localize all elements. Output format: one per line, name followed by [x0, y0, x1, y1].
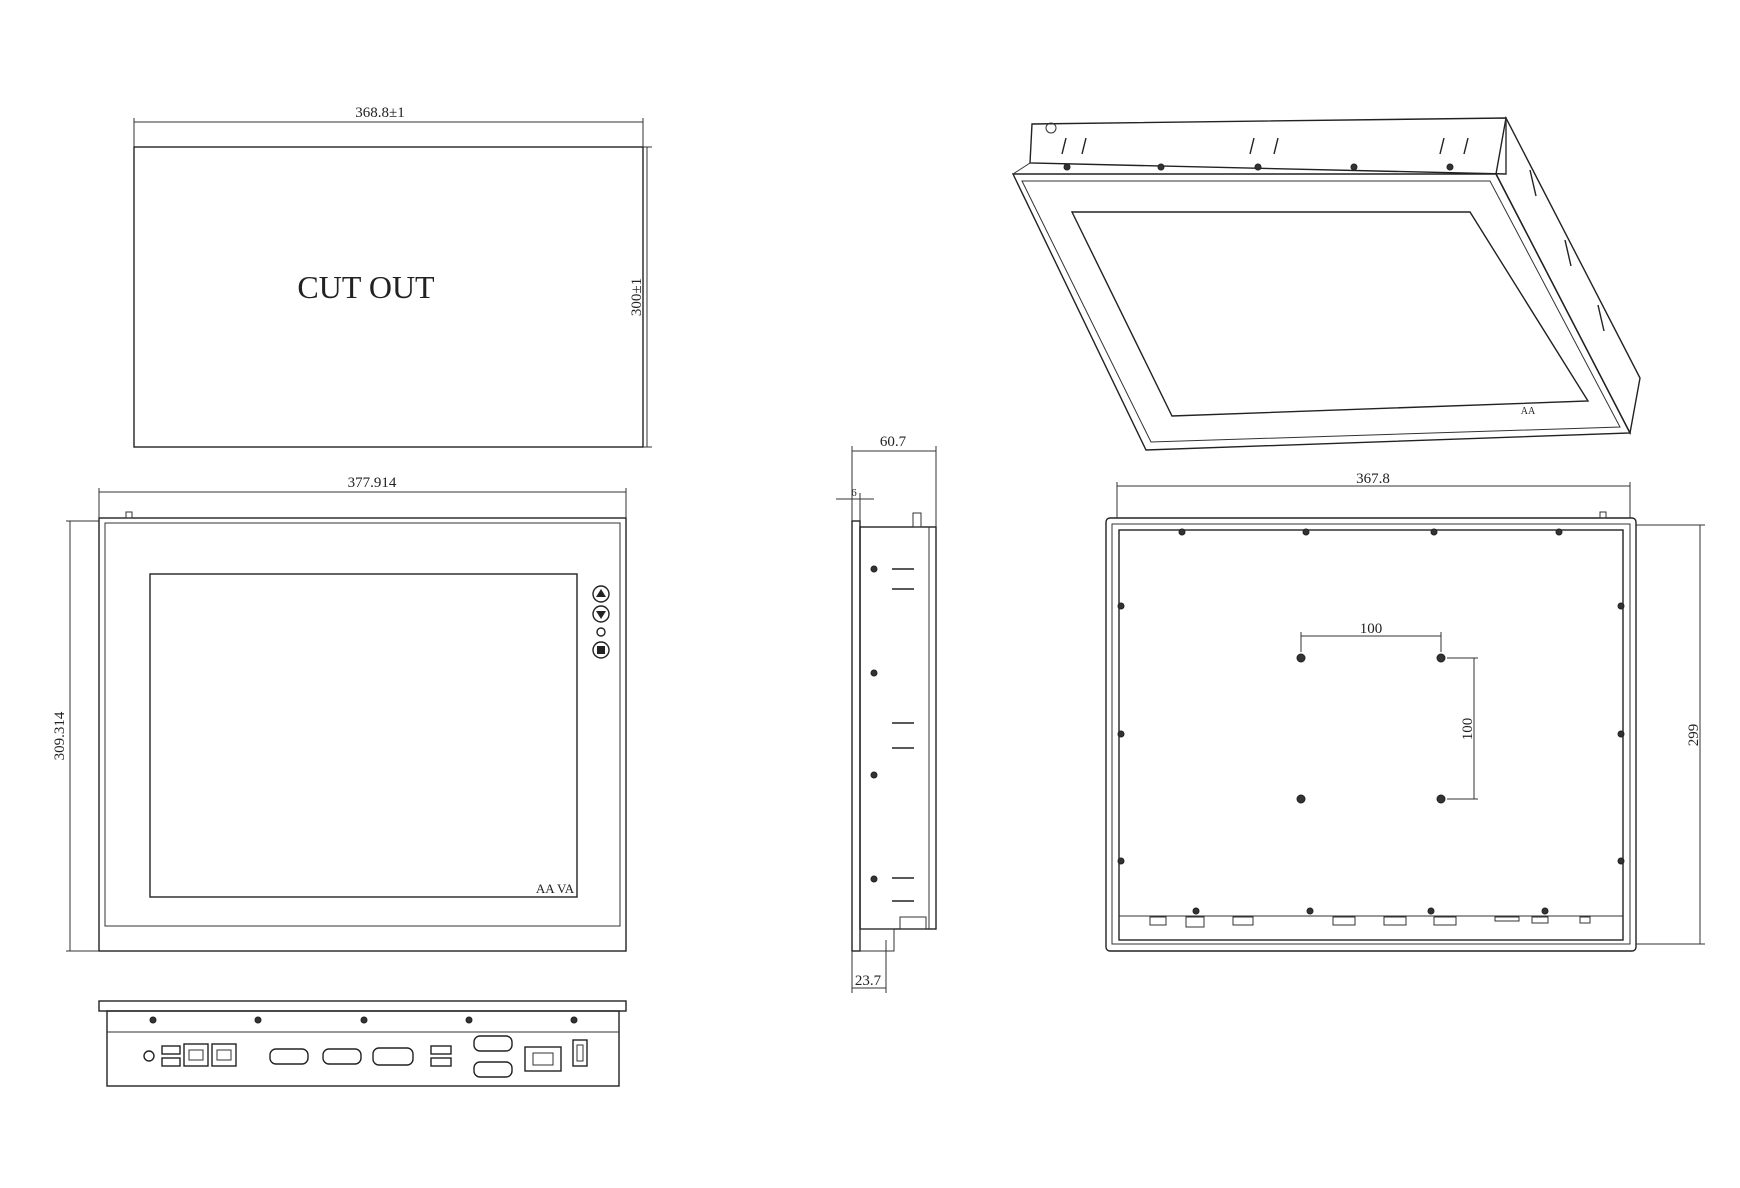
- up-button-icon: [592, 585, 610, 603]
- usb-port-icon: [430, 1045, 452, 1055]
- rear-view: 100 100 367.8 299: [1105, 471, 1705, 952]
- up-arrow-icon: [596, 589, 606, 597]
- front-bezel-outer: [98, 517, 627, 952]
- rear-inner-frame: [1111, 523, 1631, 945]
- lan-port-icon: [183, 1043, 209, 1067]
- power-symbol-icon: [597, 646, 605, 654]
- rear-panel: [1118, 529, 1624, 941]
- com-port-icon: [269, 1048, 309, 1065]
- isometric-view: AA: [1011, 115, 1641, 451]
- com-port-icon: [322, 1048, 362, 1065]
- terminal-block-icon: [524, 1046, 562, 1072]
- usb-port-icon: [430, 1057, 452, 1067]
- iso-antenna-icon: [1045, 122, 1057, 134]
- led-indicator-icon: [596, 627, 606, 637]
- down-button-icon: [592, 605, 610, 623]
- vesa-hole: [1436, 794, 1446, 804]
- bottom-chassis: [106, 1010, 620, 1087]
- front-screen: [149, 573, 578, 898]
- vesa-v-dim: 100: [1460, 718, 1476, 741]
- side-bezel-dim: 6: [851, 487, 857, 499]
- bottom-bezel: [98, 1000, 627, 1012]
- side-connector: [899, 916, 927, 930]
- power-switch-icon: [572, 1039, 588, 1067]
- iso-front-frame: [1011, 173, 1632, 451]
- side-depth-dim: 60.7: [880, 434, 907, 450]
- vesa-hole: [1296, 794, 1306, 804]
- iso-side-panel: [1495, 115, 1641, 436]
- side-bezel: [851, 520, 861, 952]
- power-button-icon: [592, 641, 610, 659]
- front-view: AA VA 377.914 309.314: [52, 475, 627, 952]
- side-io-bracket: [859, 928, 895, 952]
- front-width-dim: 377.914: [348, 475, 397, 491]
- vga-port-icon: [372, 1047, 414, 1066]
- lan-port-icon: [211, 1043, 237, 1067]
- rear-antenna-stub: [1599, 511, 1607, 519]
- front-screen-marks: AA VA: [536, 881, 575, 896]
- iso-screen: [1070, 211, 1590, 417]
- rear-height-dim: 299: [1686, 724, 1702, 747]
- osd-buttons: [592, 585, 610, 659]
- rear-width-dim: 367.8: [1356, 471, 1390, 487]
- cutout-width-dim: 368.8±1: [355, 105, 404, 121]
- front-height-dim: 309.314: [52, 711, 68, 760]
- side-view: 60.7 6 23.7: [836, 434, 937, 993]
- vesa-hole: [1436, 653, 1446, 663]
- vesa-h-dim: 100: [1360, 621, 1383, 637]
- side-chassis: [859, 526, 937, 930]
- com-port-icon: [473, 1035, 513, 1052]
- down-arrow-icon: [596, 611, 606, 619]
- iso-screen-marks: AA: [1521, 406, 1536, 417]
- vesa-hole: [1296, 653, 1306, 663]
- iso-front-frame-inner: [1021, 180, 1621, 443]
- rear-outer-frame: [1105, 517, 1637, 952]
- cutout-view: CUT OUT 368.8±1 300±1: [133, 105, 652, 448]
- side-antenna-stub: [912, 512, 922, 528]
- cutout-label: CUT OUT: [297, 269, 435, 305]
- front-antenna-stub: [125, 511, 133, 519]
- iso-top-panel: [1029, 117, 1507, 175]
- cutout-outline: [133, 146, 644, 448]
- usb-port-icon: [161, 1045, 181, 1055]
- side-bottom-dim: 23.7: [855, 973, 882, 989]
- bottom-io-view: [98, 1000, 627, 1087]
- cutout-height-dim: 300±1: [629, 278, 645, 316]
- usb-port-icon: [161, 1057, 181, 1067]
- com-port-icon: [473, 1061, 513, 1078]
- dc-in-port-icon: [143, 1050, 155, 1062]
- front-bezel-inner: [104, 522, 621, 927]
